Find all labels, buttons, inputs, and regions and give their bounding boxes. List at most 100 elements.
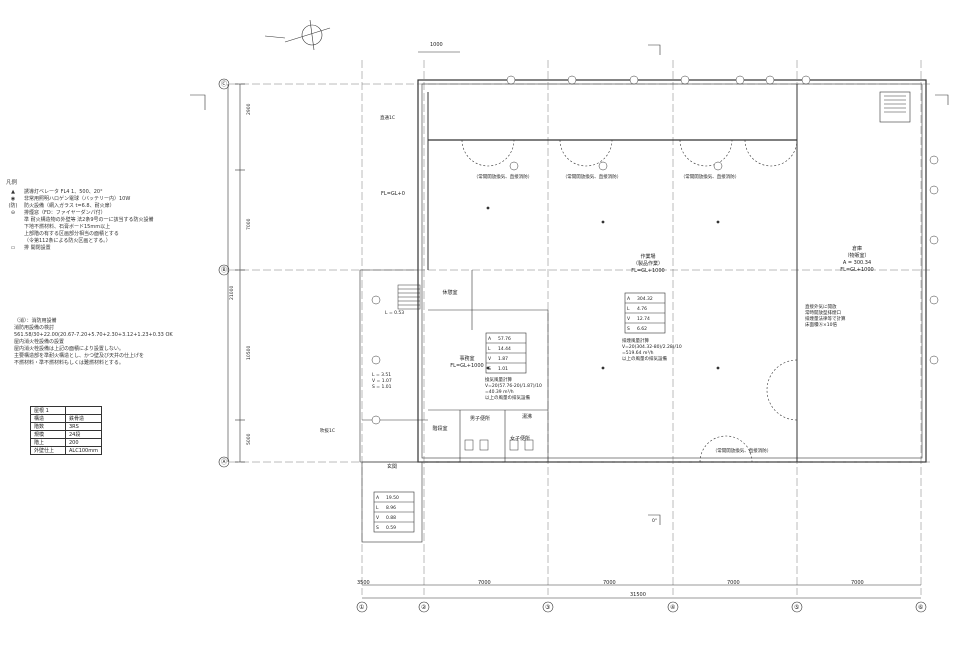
room-workshop: 作業場 [640, 253, 655, 260]
office-table-cell: 14.44 [498, 346, 511, 352]
room-workshop-sub: （製品作業） [633, 260, 663, 267]
wk-calc-2: V=20(304.32-80)/2.28)/10 [622, 344, 682, 350]
legend-symbol-icon: ▲ [11, 189, 15, 195]
note-line: 不燃材料・準不燃材料もしくは難燃材料とする。 [14, 360, 124, 366]
office-table-cell: S [488, 366, 491, 372]
of-calc-4: 以上の風量の排気設備 [485, 394, 530, 401]
spec-cell: 24段 [65, 430, 102, 439]
legend-symbol-icon: ⊖ [10, 210, 16, 216]
legend-text: 上部階の有する区画部分相当の面積とする [24, 231, 119, 237]
office-table-cell: L [488, 346, 491, 352]
workshop-table-cell: 12.74 [637, 316, 650, 322]
spec-cell: 規模 [30, 430, 66, 439]
room-warehouse: 倉庫 [852, 245, 862, 252]
label-o: 0° [652, 518, 657, 524]
workshop-table-cell: L [627, 306, 630, 312]
room-yusou: 湯沸 [522, 413, 532, 420]
left-small-cell: S = 1.01 [372, 384, 392, 390]
legend-text: 下地不燃材料、石膏ボード15mm以上 [24, 224, 111, 230]
legend-text: （令第112条による防火区画とする。） [24, 238, 111, 244]
workshop-table-cell: V [627, 316, 631, 322]
room-stair: 階段室 [432, 425, 447, 432]
entrance-table-cell: 0.59 [386, 525, 396, 531]
left-small-cell: V = 1.07 [372, 378, 392, 384]
legend-symbol-icon [6, 217, 20, 224]
legend-symbol-icon [6, 224, 20, 231]
legend-text: 誘導灯ベレータ FL4 1、500、20° [24, 189, 103, 195]
room-toilet-m: 男子便所 [470, 415, 490, 422]
spec-cell: 外壁仕上 [30, 446, 66, 455]
left-span-3: 10500 [246, 346, 252, 360]
left-span-4: 5000 [246, 433, 252, 445]
entrance-table-cell: 0.88 [386, 515, 396, 521]
legend-symbol-icon: ▭ [10, 245, 16, 251]
note-line: 消防用設備の検討 [14, 325, 55, 331]
legend-symbol-icon [6, 238, 20, 245]
label-r1: 直通1C [380, 114, 395, 121]
office-table-cell: A [488, 336, 492, 342]
room-warehouse-area: A = 300.34 [843, 260, 871, 266]
note-line: 屋内消火栓設備は上記の面積により設置しない。 [14, 346, 124, 352]
legend-item: （令第112条による防火区画とする。） [6, 238, 206, 245]
of-calc-2: V=20(57.76-20)/1.87)/10 [485, 383, 542, 389]
grid-col-4: ④ [670, 604, 675, 611]
wh-note-3: 排煙量法律等で計算 [805, 315, 846, 322]
legend-text: 排煙窓（FD：ファイヤーダンパ付） [24, 210, 106, 216]
legend: 凡例 ▲誘導灯ベレータ FL4 1、500、20°◉非常用照明ハロゲン電球（バッ… [6, 180, 206, 252]
room-workshop-fl: FL=GL+1000 [631, 268, 664, 274]
legend-symbol-icon: (防) [8, 203, 18, 209]
entrance-table-cell: S [376, 525, 379, 531]
entrance-table-cell: L [376, 505, 379, 511]
entrance-table-cell: 19.50 [386, 495, 399, 501]
legend-item: (防)防火設備（網入ガラス t=6.8、耐火扉） [6, 203, 206, 210]
workshop-table-cell: 6.62 [637, 326, 647, 332]
room-warehouse-sub: （物販室） [844, 252, 869, 259]
spec-cell: 階数 [30, 422, 66, 431]
wh-note-2: 常時開放型排煙口 [805, 309, 841, 316]
left-small-cell: L = 3.51 [372, 372, 391, 378]
grid-col-5: ⑤ [794, 604, 799, 611]
spec-cell: 200 [65, 438, 102, 447]
legend-item: ▲ 誘導灯ベレータ FL4 1、500、20° [6, 189, 206, 196]
legend-item: ◉非常用照明ハロゲン電球（バッテリー内）10W [6, 196, 206, 203]
label-r2: 吹抜1C [320, 427, 335, 434]
room-entrance: 玄関 [387, 463, 397, 470]
north-arrow-icon [264, 19, 331, 51]
top-dimension: 1000 [430, 42, 443, 48]
legend-item: ▭ 排 開閉設置 [6, 245, 206, 252]
office-table-cell: 1.01 [498, 366, 508, 372]
wk-calc-1: 排煙風量計算 [622, 337, 649, 344]
wh-note-4: 床面積Ⓐ×10倍 [805, 321, 837, 328]
legend-text: 排 開閉設置 [24, 245, 51, 251]
wh-note-1: 直接外気に開放 [805, 303, 837, 310]
room-kyukei: 休憩室 [442, 289, 457, 296]
room-warehouse-fl: FL=GL+1000 [840, 267, 873, 273]
fl-left: FL=GL+0 [381, 191, 405, 197]
workshop-table-cell: 304.32 [637, 296, 653, 302]
span-total: 31500 [630, 592, 646, 598]
workshop-table-cell: A [627, 296, 631, 302]
vent-note-4: （常開開放換気、直接消防） [713, 447, 772, 454]
grid-col-6: ⑥ [918, 604, 923, 611]
legend-text: 非常用照明ハロゲン電球（バッテリー内）10W [24, 196, 131, 202]
workshop-table-cell: 4.76 [637, 306, 647, 312]
note-line: 主要構造部を準耐火構造とし、かつ壁及び天井の仕上げを [14, 353, 145, 359]
legend-item: 準 耐火構造物の外壁等 法2条9号の一に該当する防火設備 [6, 217, 206, 224]
spec-cell: 構造 [30, 414, 66, 423]
span-2: 7000 [478, 580, 491, 586]
vent-note-2: （常開開放換気、直接消防） [563, 173, 622, 180]
entrance-table-cell: A [376, 495, 380, 501]
spec-row: 屋根 1 [30, 406, 102, 415]
spec-cell [65, 406, 102, 415]
note-line: 561.58/30+22.00(20.67-7.20+5.70+2.30+3.1… [14, 332, 173, 338]
legend-item: 上部階の有する区画部分相当の面積とする [6, 231, 206, 238]
legend-text: 準 耐火構造物の外壁等 法2条9号の一に該当する防火設備 [24, 217, 154, 223]
wk-calc-4: 以上の風量の排気設備 [622, 355, 667, 362]
left-l-value: L = 0.53 [385, 310, 404, 316]
span-4: 7000 [727, 580, 740, 586]
